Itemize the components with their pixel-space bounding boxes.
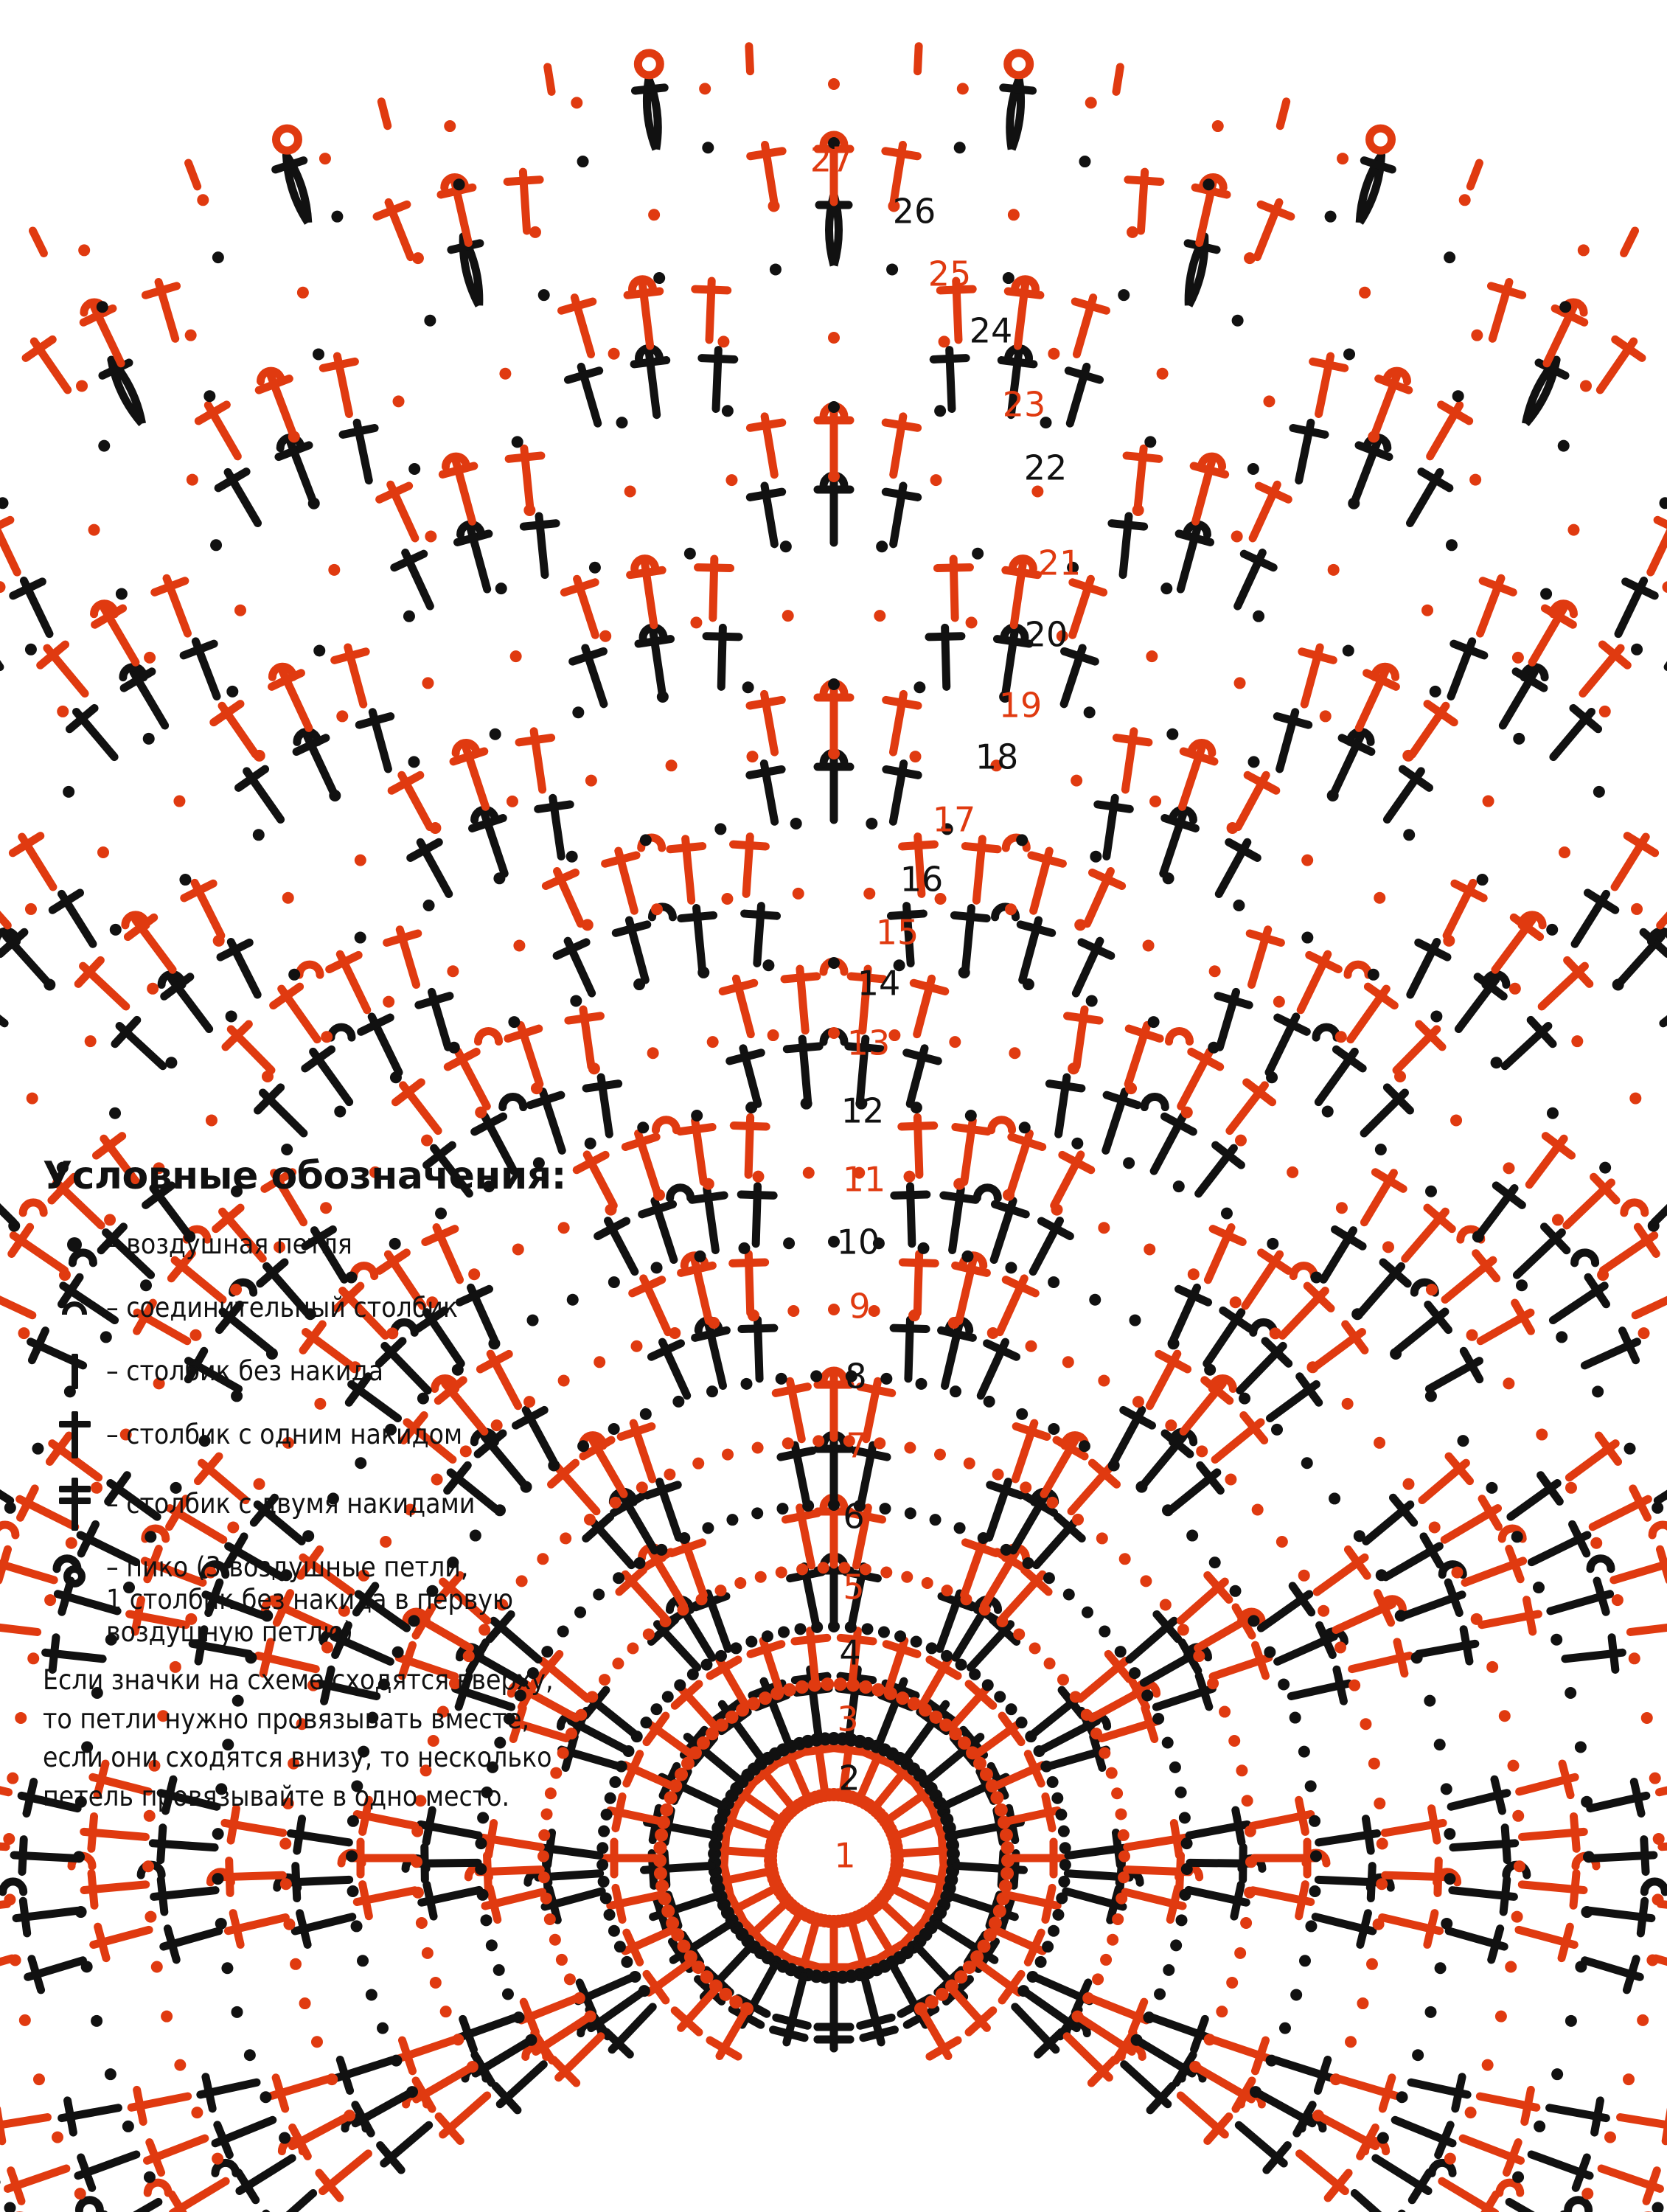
- round-number-11: 11: [843, 1160, 886, 1200]
- legend-label-picot: – пико (3 воздушные петли, 1 столбик без…: [106, 1551, 513, 1648]
- round-number-17: 17: [933, 800, 976, 840]
- legend-label-treble-crochet: – столбик с двумя накидами: [106, 1488, 476, 1520]
- round-25: [21, 131, 1646, 394]
- round-number-20: 20: [1025, 615, 1068, 655]
- round-14: [0, 902, 1667, 2212]
- chain-dot-icon: [43, 1222, 106, 1267]
- round-number-1: 1: [834, 1836, 855, 1876]
- legend-item-chain: – воздушная петля: [43, 1222, 618, 1267]
- round-15: [0, 832, 1667, 1340]
- round-13: [0, 957, 1667, 2212]
- double-crochet-icon: [43, 1411, 106, 1459]
- round-19: [0, 554, 1667, 930]
- round-number-10: 10: [837, 1222, 880, 1262]
- round-number-8: 8: [845, 1357, 866, 1397]
- round-number-22: 22: [1024, 448, 1068, 488]
- legend-label-single-crochet: – столбик без накида: [106, 1355, 383, 1388]
- round-22: [0, 344, 1667, 672]
- legend-item-single-crochet: – столбик без накида: [43, 1349, 618, 1394]
- round-number-19: 19: [999, 686, 1043, 726]
- legend-label-double-crochet: – столбик с одним накидом: [106, 1419, 463, 1451]
- legend-item-treble-crochet: – столбик с двумя накидами: [43, 1478, 618, 1531]
- legend-label-slip-stitch: – соединительный столбик: [106, 1292, 459, 1324]
- round-number-27: 27: [810, 140, 854, 180]
- round-number-5: 5: [843, 1568, 864, 1607]
- picot-ring-icon: [43, 1551, 106, 1599]
- round-number-26: 26: [893, 192, 936, 232]
- round-number-3: 3: [837, 1700, 858, 1739]
- legend-title: Условные обозначения:: [43, 1154, 566, 1198]
- round-12: [0, 1027, 1667, 2212]
- round-17: [26, 679, 1642, 1105]
- round-3: [601, 1627, 1067, 2061]
- round-number-9: 9: [849, 1287, 870, 1326]
- round-number-23: 23: [1003, 385, 1046, 425]
- round-20: [63, 471, 1605, 798]
- legend-panel: Условные обозначения: – воздушная петля …: [43, 1155, 618, 1816]
- round-number-13: 13: [847, 1023, 891, 1063]
- round-number-24: 24: [970, 311, 1013, 351]
- round-number-12: 12: [841, 1091, 885, 1131]
- round-number-18: 18: [975, 737, 1019, 777]
- round-23: [0, 275, 1667, 594]
- round-number-21: 21: [1038, 543, 1082, 583]
- round-9: [206, 1250, 1462, 2202]
- legend-note: Если значки на схеме сходятся вверху, то…: [43, 1664, 554, 1812]
- round-number-16: 16: [900, 860, 944, 900]
- round-number-6: 6: [843, 1497, 864, 1537]
- round-18: [0, 623, 1667, 1028]
- round-27: [28, 42, 1640, 257]
- slip-stitch-icon: [43, 1286, 106, 1330]
- round-number-2: 2: [838, 1759, 860, 1798]
- legend-item-slip-stitch: – соединительный столбик: [43, 1286, 618, 1330]
- round-16: [0, 748, 1667, 1232]
- round-number-4: 4: [839, 1633, 860, 1673]
- treble-crochet-icon: [43, 1478, 106, 1531]
- round-6: [401, 1430, 1267, 2115]
- round-21: [36, 402, 1632, 717]
- single-crochet-icon: [43, 1349, 106, 1394]
- round-26: [96, 74, 1572, 313]
- round-number-25: 25: [928, 254, 972, 294]
- round-number-7: 7: [846, 1426, 867, 1466]
- round-number-15: 15: [876, 913, 919, 953]
- round-8: [273, 1315, 1395, 2174]
- legend-item-picot: – пико (3 воздушные петли, 1 столбик без…: [43, 1551, 618, 1648]
- round-number-14: 14: [857, 964, 901, 1004]
- round-5: [464, 1493, 1204, 2087]
- round-11: [67, 1113, 1601, 2212]
- legend-label-chain: – воздушная петля: [106, 1228, 352, 1261]
- legend-item-double-crochet: – столбик с одним накидом: [43, 1411, 618, 1459]
- round-1: [711, 1736, 956, 1980]
